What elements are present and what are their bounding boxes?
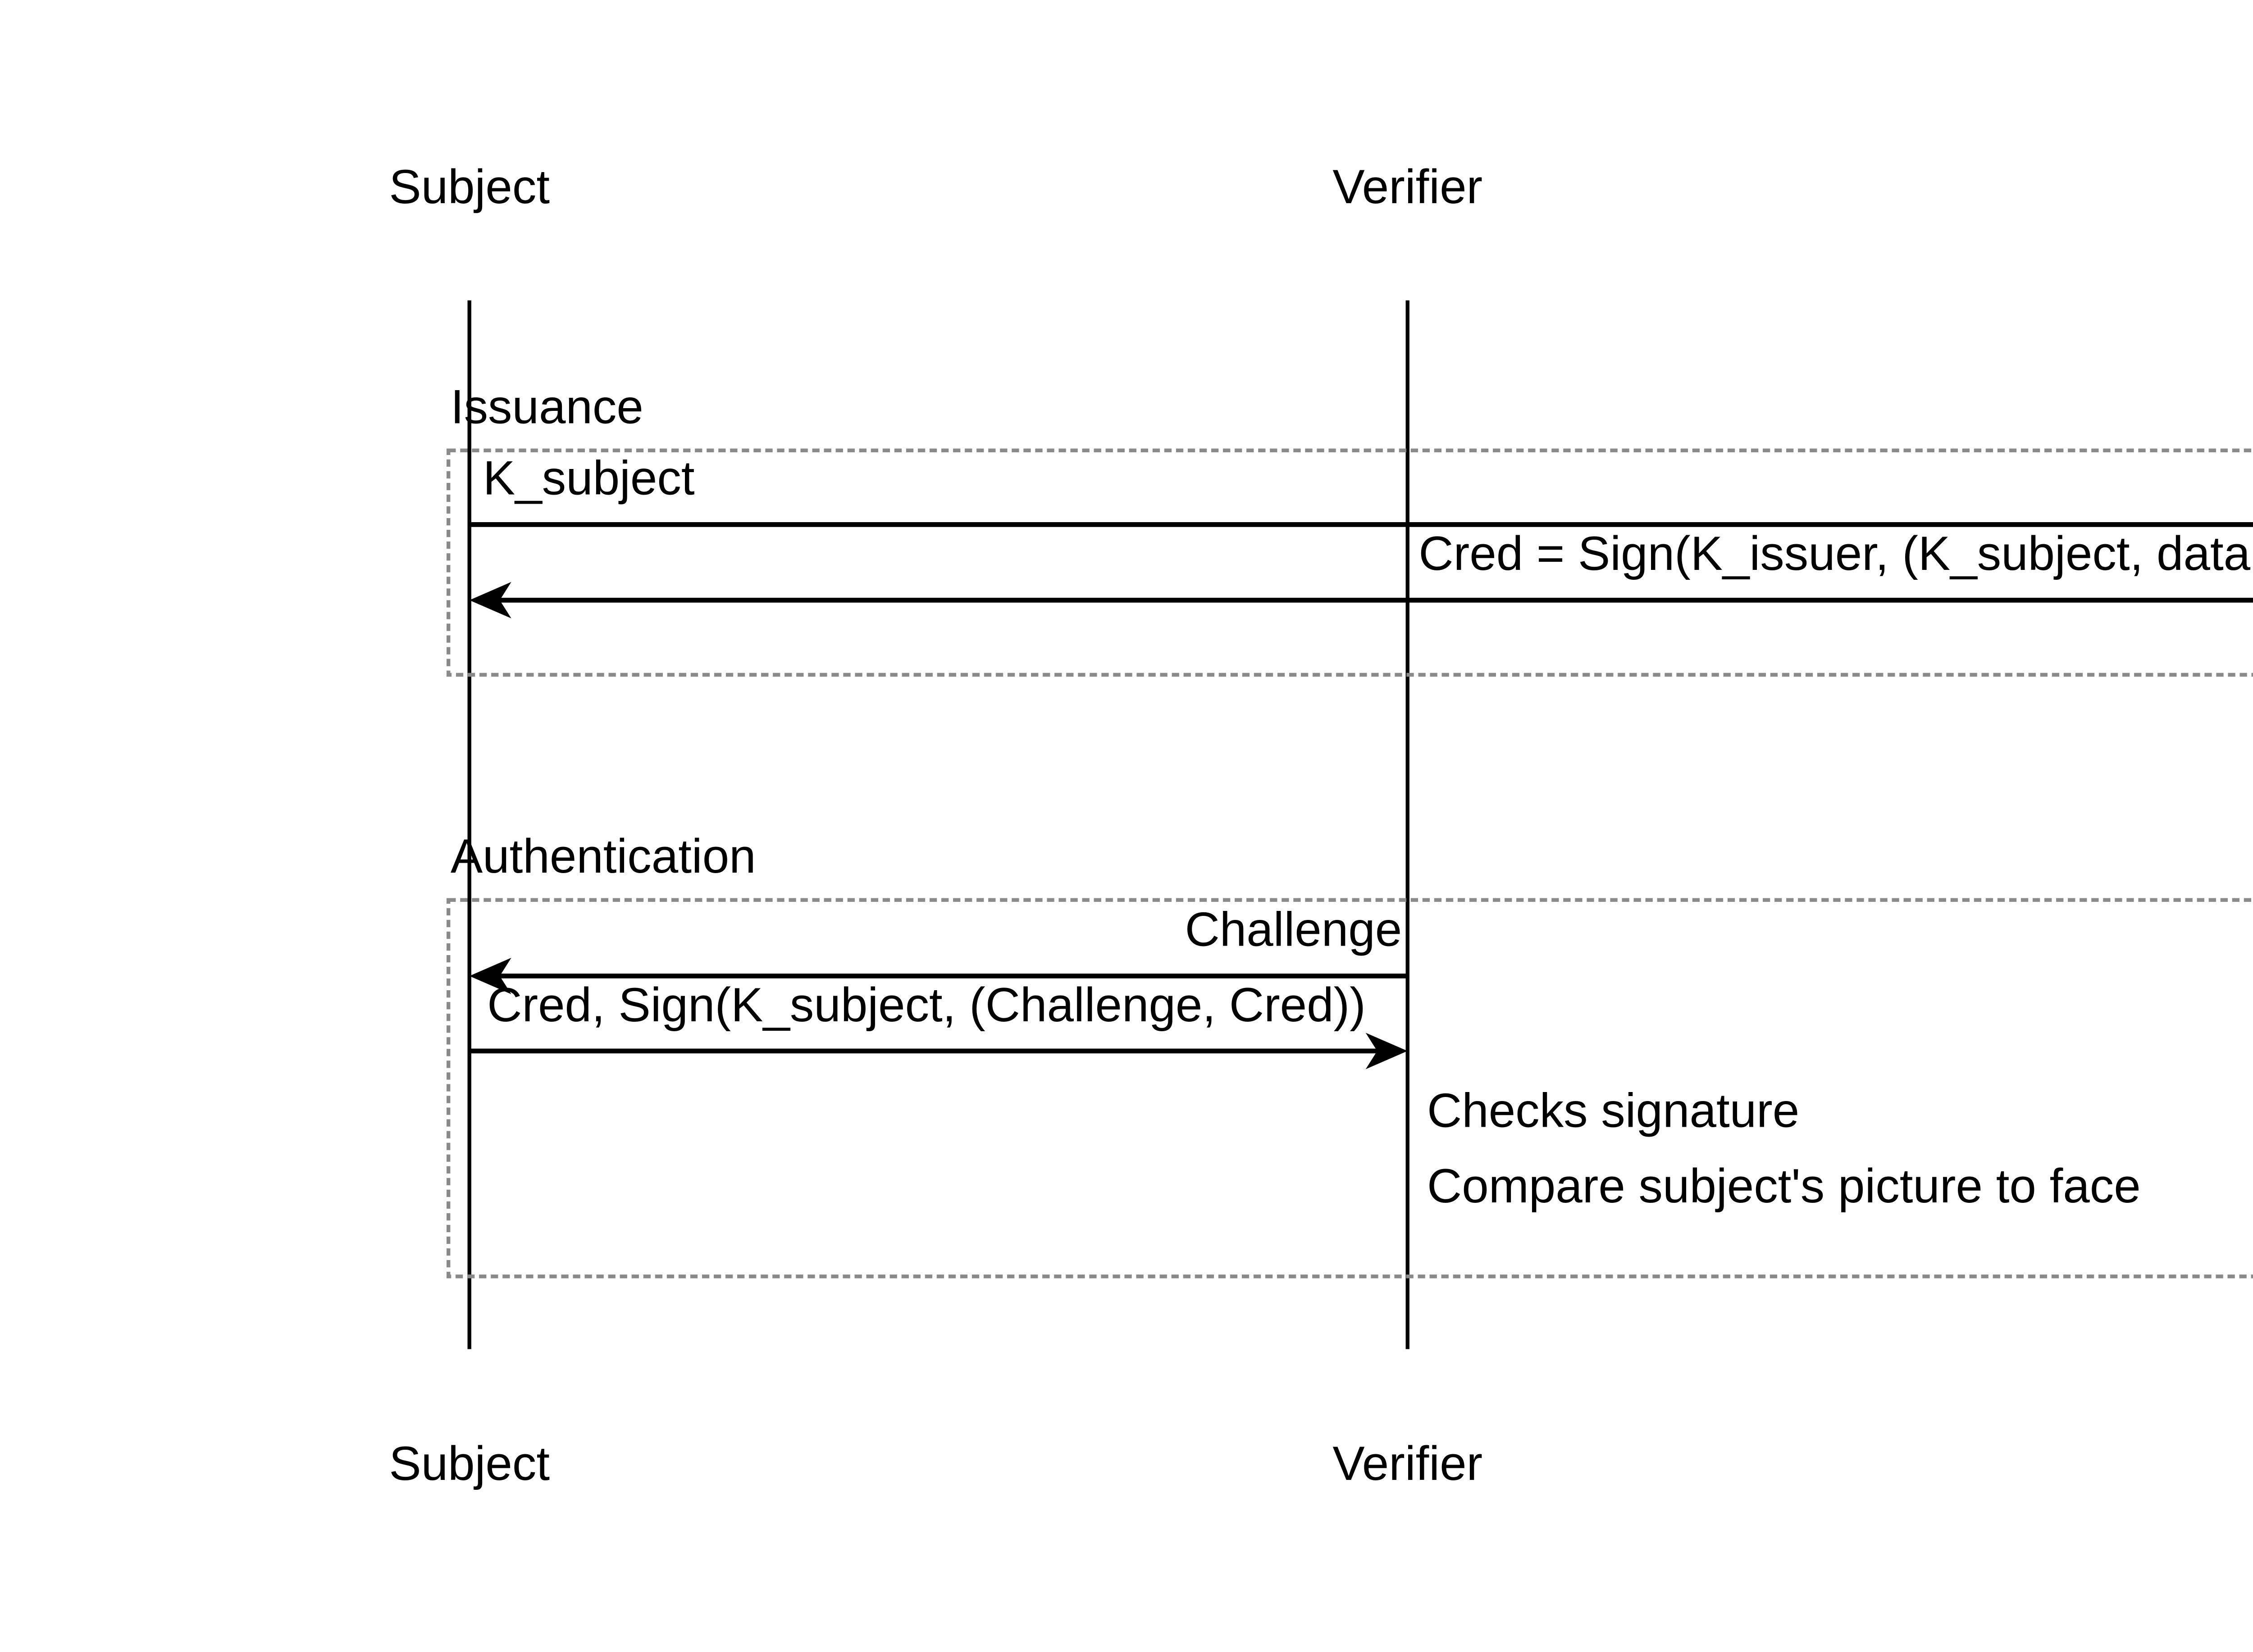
message-k-subject-label: K_subject: [483, 451, 695, 505]
section-issuance: Issuance K_subject Cred = Sign(K_issuer,…: [447, 379, 2253, 677]
message-challenge-label: Challenge: [1185, 902, 1402, 956]
actor-labels-top: Subject Verifier Issuer: [389, 159, 1482, 214]
actor-bottom-subject: Subject: [389, 1436, 550, 1490]
issuance-section-label: Issuance: [451, 379, 643, 433]
section-authentication: Authentication Challenge Cred, Sign(K_su…: [447, 829, 2253, 1279]
actor-top-verifier: Verifier: [1332, 159, 1482, 214]
actor-bottom-verifier: Verifier: [1332, 1436, 1482, 1490]
message-cred-sign-challenge-label: Cred, Sign(K_subject, (Challenge, Cred)): [487, 978, 1366, 1032]
arrowhead-right-icon: [1365, 1033, 1408, 1069]
actor-labels-bottom: Subject Verifier Issuer: [389, 1436, 1482, 1490]
authentication-section-label: Authentication: [451, 829, 756, 883]
actor-top-subject: Subject: [389, 159, 550, 214]
message-cred-sign-label: Cred = Sign(K_issuer, (K_subject, data..…: [1418, 526, 2253, 580]
arrowhead-left-icon: [469, 582, 511, 619]
arrowhead-left-icon: [469, 957, 511, 994]
authentication-section-box: [447, 898, 2253, 1279]
issuance-section-box: [447, 448, 2253, 677]
lifelines: [467, 300, 1409, 1349]
note-checks-signature: Checks signature: [1427, 1083, 1799, 1138]
note-compare-picture: Compare subject's picture to face: [1427, 1159, 2141, 1213]
